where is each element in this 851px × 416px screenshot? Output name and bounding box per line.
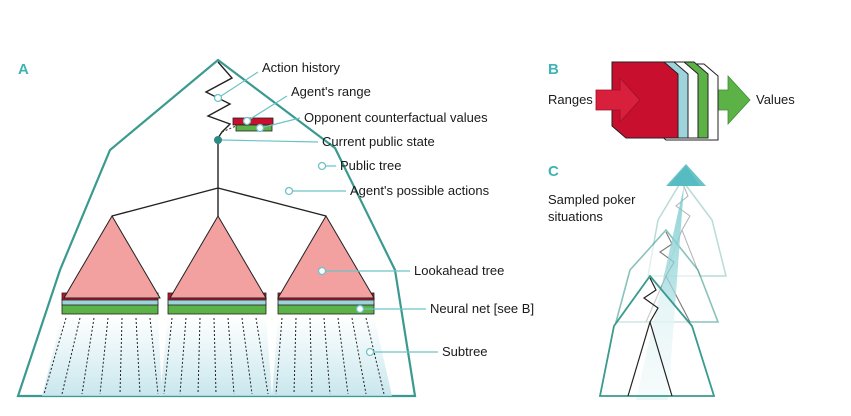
subtree-group-right — [272, 316, 392, 396]
subtree-group-middle — [160, 316, 272, 396]
action-history-path — [204, 61, 234, 139]
current-public-state-node — [214, 136, 222, 144]
ranges-arrow — [595, 76, 641, 124]
sampled-tree-front — [598, 274, 716, 397]
annotation-opponent-cfv: Opponent counterfactual values — [255, 110, 488, 133]
label-sampled-line1: Sampled poker — [548, 192, 636, 207]
annotation-public-tree: Public tree — [317, 158, 401, 173]
opponent-cfv-box — [235, 124, 273, 132]
annotation-subtree: Subtree — [365, 344, 488, 359]
label-agents-range: Agent's range — [291, 84, 371, 99]
neural-net-diagram — [595, 61, 751, 141]
label-action-history: Action history — [262, 60, 341, 75]
net-layer-red — [611, 61, 679, 139]
label-sampled-line2: situations — [548, 209, 603, 224]
label-neural-net: Neural net [see B] — [430, 301, 534, 316]
annotation-action-history: Action history — [213, 60, 341, 103]
label-lookahead-tree: Lookahead tree — [414, 263, 504, 278]
label-ranges: Ranges — [548, 92, 593, 107]
label-opponent-cfv: Opponent counterfactual values — [304, 110, 488, 125]
annotation-agents-possible-actions: Agent's possible actions — [284, 183, 490, 198]
label-subtree: Subtree — [442, 344, 488, 359]
annotation-agents-range: Agent's range — [242, 84, 371, 126]
panel-c-letter: C — [548, 163, 559, 180]
annotation-current-public-state: Current public state — [221, 134, 435, 149]
label-values: Values — [756, 92, 795, 107]
label-public-tree: Public tree — [340, 158, 401, 173]
panel-a-letter: A — [18, 61, 29, 78]
agents-range-box — [232, 117, 274, 126]
sampled-situations-diagram — [598, 164, 727, 400]
label-agents-possible-actions: Agent's possible actions — [350, 183, 490, 198]
label-current-public-state: Current public state — [322, 134, 435, 149]
lookahead-tree-left — [63, 215, 161, 299]
panel-b-letter: B — [548, 61, 559, 78]
lookahead-tree-right — [277, 215, 375, 299]
annotation-neural-net: Neural net [see B] — [355, 301, 534, 316]
agent-action-edges — [111, 140, 327, 217]
subtree-group-left — [42, 316, 162, 396]
annotation-lookahead-tree: Lookahead tree — [317, 263, 504, 278]
lookahead-tree-middle — [169, 215, 267, 299]
